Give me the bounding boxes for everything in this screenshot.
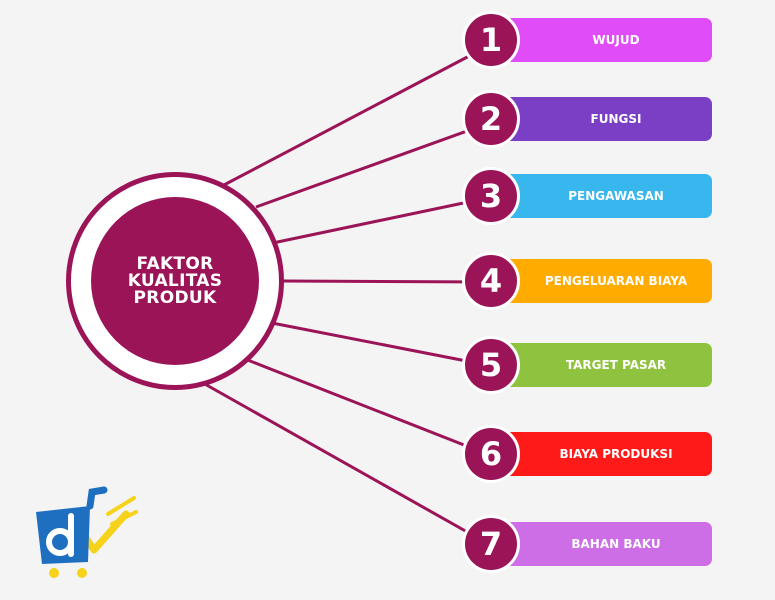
factor-number-badge-1: 1	[462, 11, 520, 69]
connector-line-4	[282, 279, 493, 284]
factor-number-1: 1	[479, 21, 503, 59]
factor-pill-1: WUJUD	[490, 18, 712, 62]
factor-number-2: 2	[479, 100, 503, 138]
connector-line-6	[244, 357, 493, 458]
shopping-cart-logo-icon	[30, 484, 140, 580]
connector-line-1	[221, 42, 493, 188]
factor-number-badge-4: 4	[462, 252, 520, 310]
logo-cart-handle	[86, 486, 108, 510]
factor-pill-4: PENGELUARAN BIAYA	[490, 259, 712, 303]
factor-label-7: BAHAN BAKU	[571, 537, 661, 551]
connector-line-2	[255, 120, 493, 209]
factor-number-badge-7: 7	[462, 515, 520, 573]
factor-label-1: WUJUD	[592, 33, 640, 47]
factor-label-3: PENGAWASAN	[568, 189, 664, 203]
factor-number-badge-2: 2	[462, 90, 520, 148]
factor-number-3: 3	[479, 177, 503, 215]
factor-label-2: FUNGSI	[590, 112, 642, 126]
factor-pill-2: FUNGSI	[490, 97, 712, 141]
factor-number-6: 6	[479, 435, 503, 473]
hub-circle: FAKTOR KUALITAS PRODUK	[91, 197, 259, 365]
factor-pill-7: BAHAN BAKU	[490, 522, 712, 566]
factor-label-5: TARGET PASAR	[565, 358, 667, 372]
hub-title-line-3: PRODUK	[133, 287, 217, 308]
factor-label-4: PENGELUARAN BIAYA	[544, 274, 688, 288]
factor-number-4: 4	[479, 262, 503, 300]
connector-line-5	[271, 321, 493, 368]
factor-number-badge-6: 6	[462, 425, 520, 483]
hub-title-line-1: FAKTOR	[136, 253, 214, 274]
factor-number-7: 7	[479, 525, 503, 563]
factor-number-5: 5	[479, 346, 503, 384]
connector-line-7	[202, 381, 493, 548]
connector-line-3	[267, 195, 493, 246]
logo-cart-wheel	[77, 568, 87, 578]
factor-pill-5: TARGET PASAR	[490, 343, 712, 387]
hub-title-line-2: KUALITAS	[127, 270, 223, 291]
factor-label-6: BIAYA PRODUKSI	[559, 447, 673, 461]
logo-cart-wheel	[49, 568, 59, 578]
factor-number-badge-5: 5	[462, 336, 520, 394]
factor-pill-3: PENGAWASAN	[490, 174, 712, 218]
factor-pill-6: BIAYA PRODUKSI	[490, 432, 712, 476]
logo-speed-line	[106, 496, 136, 516]
factor-number-badge-3: 3	[462, 167, 520, 225]
